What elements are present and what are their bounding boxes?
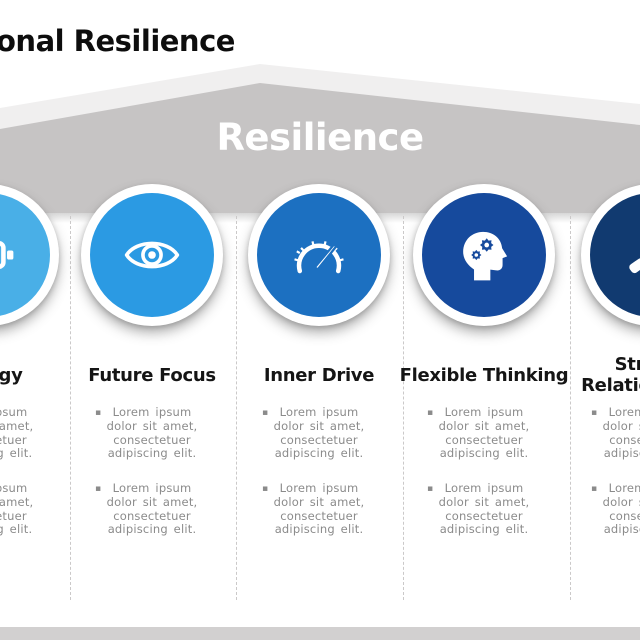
list-item: ▪ Lorem ipsum dolor sit amet, consectetu… xyxy=(0,405,73,461)
bullet-text: Lorem ipsum dolor sit amet, consectetuer… xyxy=(273,405,365,461)
bullet-icon: ▪ xyxy=(262,484,269,494)
list-item: ▪ Lorem ipsum dolor sit amet, consectetu… xyxy=(399,481,569,537)
banner-label: Resilience xyxy=(216,116,424,159)
pillar-circle-future-focus xyxy=(81,184,223,326)
column-divider xyxy=(70,216,71,600)
head-gears-icon xyxy=(463,231,508,281)
pillar-heading: Strong Relationships xyxy=(581,354,640,396)
bullet-text: Lorem ipsum dolor sit amet, consectetuer… xyxy=(0,405,34,461)
bullet-icon: ▪ xyxy=(427,408,434,418)
bullet-icon: ▪ xyxy=(95,484,102,494)
list-item: ▪ Lorem ipsum dolor sit amet, consectetu… xyxy=(399,405,569,461)
footer-bar xyxy=(0,627,640,640)
bullet-text: Lorem ipsum dolor sit amet, consectetuer… xyxy=(106,481,198,537)
pillar-heading: Flexible Thinking xyxy=(399,364,569,386)
column-divider xyxy=(236,216,237,600)
bullet-icon: ▪ xyxy=(95,408,102,418)
banner-body xyxy=(0,83,640,213)
bullet-text: Lorem ipsum dolor sit amet, consectetuer… xyxy=(0,481,34,537)
bullet-text: Lorem ipsum dolor sit amet, consectetuer… xyxy=(273,481,365,537)
list-item: ▪ Lorem ipsum dolor sit amet, consectetu… xyxy=(67,405,237,461)
list-item: ▪ Lorem ipsum dolor sit amet, consectetu… xyxy=(67,481,237,537)
column-divider xyxy=(570,216,571,600)
pillar-heading: Inner Drive xyxy=(263,364,375,386)
list-item: ▪ Lorem ipsum dolor sit amet, consectetu… xyxy=(234,481,404,537)
list-item: ▪ Lorem ipsum dolor sit amet, consectetu… xyxy=(563,405,640,461)
pillar-circle-flexible-thinking xyxy=(413,184,555,326)
bullet-text: Lorem ipsum dolor sit amet, consectetuer… xyxy=(602,405,640,461)
page-title: onal Resilience xyxy=(0,24,235,58)
bullet-text: Lorem ipsum dolor sit amet, consectetuer… xyxy=(602,481,640,537)
resilience-banner xyxy=(0,64,640,213)
bullet-icon: ▪ xyxy=(591,484,598,494)
list-item: ▪ Lorem ipsum dolor sit amet, consectetu… xyxy=(234,405,404,461)
bullet-icon: ▪ xyxy=(262,408,269,418)
handshake-icon xyxy=(629,258,640,274)
bullet-text: Lorem ipsum dolor sit amet, consectetuer… xyxy=(438,481,530,537)
eye-icon xyxy=(124,241,180,269)
column-divider xyxy=(403,216,404,600)
bullet-icon: ▪ xyxy=(427,484,434,494)
pillar-heading: Future Focus xyxy=(88,364,216,386)
list-item: ▪ Lorem ipsum dolor sit amet, consectetu… xyxy=(0,481,73,537)
bullet-icon: ▪ xyxy=(591,408,598,418)
banner-top-fold xyxy=(0,64,640,130)
bullet-text: Lorem ipsum dolor sit amet, consectetuer… xyxy=(106,405,198,461)
bullet-text: Lorem ipsum dolor sit amet, consectetuer… xyxy=(438,405,530,461)
speedometer-icon xyxy=(294,241,344,274)
pillar-circle-inner-drive xyxy=(248,184,390,326)
pillar-heading: Energy xyxy=(0,364,23,386)
list-item: ▪ Lorem ipsum dolor sit amet, consectetu… xyxy=(563,481,640,537)
battery-icon xyxy=(0,241,14,269)
